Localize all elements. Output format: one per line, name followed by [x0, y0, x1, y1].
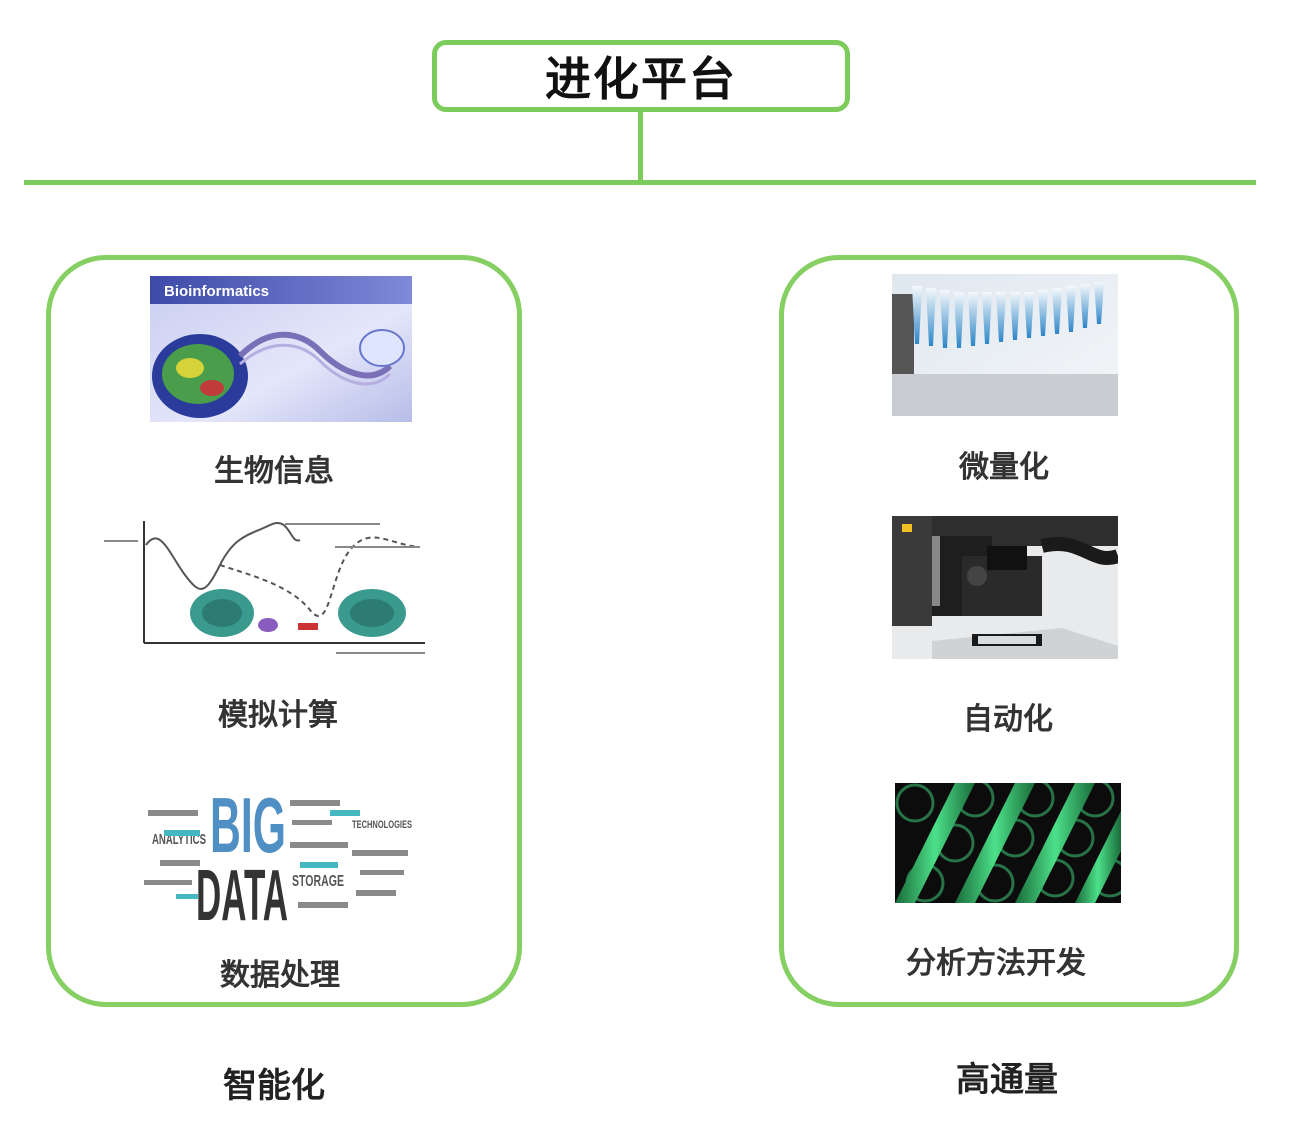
bioinformatics-banner-text: Bioinformatics: [164, 283, 269, 300]
word-cloud-data: DATA: [196, 856, 288, 925]
group-label-intelligent: 智能化: [223, 1066, 325, 1106]
item-label-data-processing: 数据处理: [220, 958, 340, 993]
item-label-automation: 自动化: [963, 702, 1053, 737]
analytical-method-image: [895, 783, 1121, 903]
word-cloud-big: BIG: [210, 781, 286, 869]
item-label-simulation: 模拟计算: [218, 698, 338, 733]
group-high-throughput: [779, 255, 1239, 1007]
simulation-energy-plot-image: [100, 515, 430, 660]
group-intelligent: [46, 255, 522, 1007]
group-label-high-throughput: 高通量: [956, 1060, 1058, 1100]
big-data-word-cloud-image: BIG DATA ANALYTICS STORAGE TECHNOLOGIES: [140, 770, 425, 925]
root-node: 进化平台: [432, 40, 850, 112]
bioinformatics-image: Bioinformatics: [150, 276, 412, 422]
root-connector-vertical: [638, 112, 643, 184]
item-label-bioinformatics: 生物信息: [214, 454, 334, 489]
micro-scale-pipette-image: [892, 274, 1118, 416]
item-label-analytical-method: 分析方法开发: [906, 946, 1086, 981]
root-title: 进化平台: [545, 52, 737, 106]
automation-robot-image: [892, 516, 1118, 659]
word-cloud-technologies: TECHNOLOGIES: [352, 819, 412, 831]
root-connector-horizontal: [24, 180, 1256, 185]
item-label-micro-scale: 微量化: [959, 450, 1049, 485]
word-cloud-storage: STORAGE: [292, 873, 344, 890]
